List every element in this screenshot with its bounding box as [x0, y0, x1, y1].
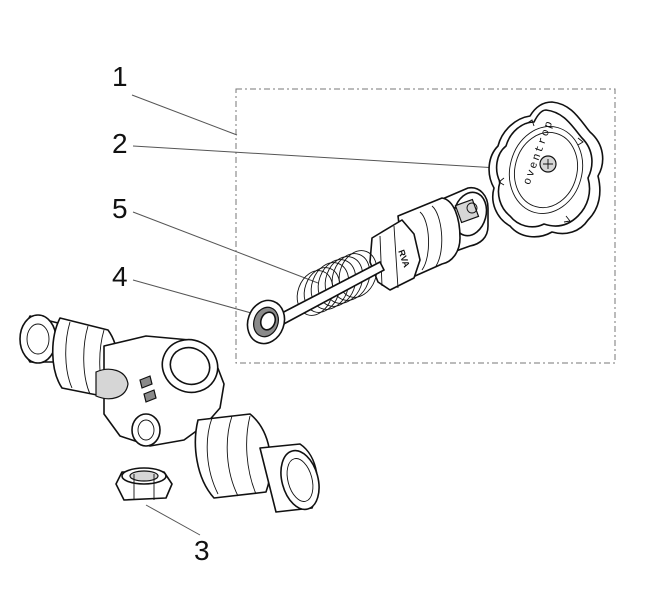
plug-part-3 [115, 467, 173, 501]
valve-disc-part-4 [246, 261, 385, 345]
callout-3: 3 [145, 504, 210, 566]
callout-number-2: 2 [112, 128, 128, 159]
valve-body [19, 314, 320, 513]
callout-number-1: 1 [112, 61, 128, 92]
assembly-frame [235, 88, 616, 364]
leader-line-1 [131, 94, 238, 136]
callout-number-3: 3 [194, 535, 210, 566]
leader-line-2 [132, 145, 499, 169]
bonnet-insert: RVA [369, 186, 489, 291]
handwheel-part-2: oventrop [488, 101, 604, 238]
callout-4: 4 [112, 261, 263, 317]
leader-line-4 [132, 279, 263, 317]
callout-number-4: 4 [112, 261, 128, 292]
leader-line-5 [132, 211, 319, 284]
callout-number-5: 5 [112, 193, 128, 224]
callout-5: 5 [112, 193, 319, 284]
callout-1: 1 [112, 61, 238, 136]
leader-line-3 [145, 504, 201, 536]
callout-2: 2 [112, 128, 499, 169]
